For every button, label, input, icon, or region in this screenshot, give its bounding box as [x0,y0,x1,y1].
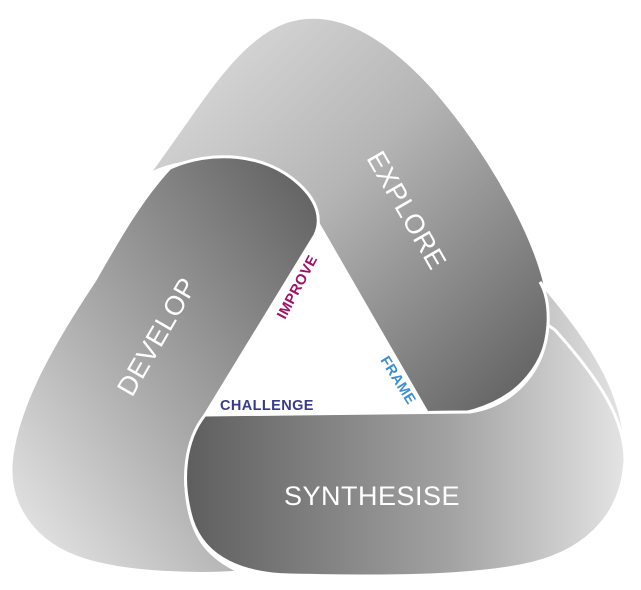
stage-label-synthesise: SYNTHESISE [284,481,460,511]
develop-band [9,155,320,575]
transition-label-challenge: CHALLENGE [220,398,314,414]
synthesise-overlap [184,322,627,578]
